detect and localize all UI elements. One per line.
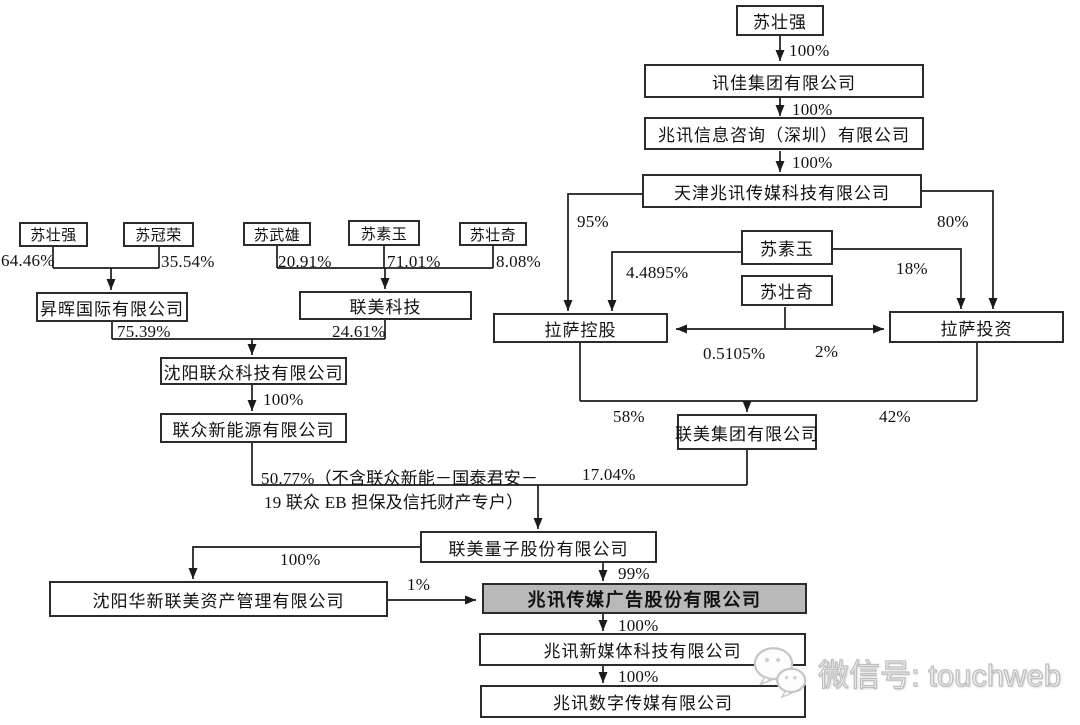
node-zhaoxun-digital-media: 兆讯数字传媒有限公司 (480, 685, 806, 718)
node-su-zhuangqiang-left: 苏壮强 (19, 222, 88, 247)
node-zhaoxun-new-media: 兆讯新媒体科技有限公司 (479, 633, 806, 666)
edge-label-20-91pct: 20.91% (278, 252, 332, 271)
edge-label-99pct: 99% (618, 564, 650, 583)
watermark: 微信号: touchweb (752, 645, 1062, 699)
edge-label-100pct-6: 100% (618, 616, 659, 635)
node-lianmei-quantum: 联美量子股份有限公司 (420, 531, 657, 563)
edge-label-58pct: 58% (613, 407, 645, 426)
edge-label-4-4895pct: 4.4895% (626, 263, 689, 282)
edge-label-100pct-4: 100% (263, 390, 304, 409)
edge-label-100pct-3: 100% (792, 153, 833, 172)
edge-label-42pct: 42% (879, 407, 911, 426)
edge-label-1pct: 1% (407, 575, 431, 594)
node-lasa-holding: 拉萨控股 (493, 313, 668, 343)
edge-label-50-77pct-line1: 50.77%（不含联众新能－国泰君安－ (261, 469, 539, 488)
node-su-zhuangqi-left: 苏壮奇 (459, 222, 527, 246)
edge-label-100pct-5: 100% (280, 550, 321, 569)
edge-label-17-04pct: 17.04% (582, 465, 636, 484)
wechat-icon (753, 647, 807, 699)
node-tianjin-zhaoxun-media: 天津兆讯传媒科技有限公司 (642, 174, 922, 208)
node-su-guanrong: 苏冠荣 (123, 222, 194, 247)
node-su-suyu-left: 苏素玉 (348, 220, 420, 246)
edge-label-71-01pct: 71.01% (387, 252, 441, 271)
node-zhaoxun-media-ad: 兆讯传媒广告股份有限公司 (482, 583, 807, 614)
edge-label-8-08pct: 8.08% (496, 252, 541, 271)
node-su-wuxiong: 苏武雄 (243, 222, 311, 246)
edge-label-50-77pct-line2: 19 联众 EB 担保及信托财产专户） (264, 493, 524, 512)
edge-label-80pct: 80% (937, 212, 969, 231)
edge-label-35-54pct: 35.54% (161, 252, 215, 271)
node-su-zhuangqi-right: 苏壮奇 (741, 275, 833, 306)
edge-label-24-61pct: 24.61% (332, 322, 386, 341)
node-shenyang-huaxin-lianmei: 沈阳华新联美资产管理有限公司 (49, 581, 388, 617)
node-shenyang-lianzhong: 沈阳联众科技有限公司 (160, 357, 347, 385)
node-lianmei-tech: 联美科技 (299, 291, 472, 320)
edge-label-95pct: 95% (577, 212, 609, 231)
edge-label-0-5105pct: 0.5105% (703, 344, 766, 363)
edge-label-2pct: 2% (815, 342, 839, 361)
edge-label-75-39pct: 75.39% (117, 322, 171, 341)
node-xunjia-group: 讯佳集团有限公司 (644, 64, 924, 98)
edge-label-100pct-7: 100% (618, 667, 659, 686)
node-lasa-investment: 拉萨投资 (889, 311, 1064, 343)
edge-label-64-46pct: 64.46% (1, 251, 55, 270)
node-lianmei-group: 联美集团有限公司 (675, 414, 818, 450)
watermark-text: 微信号: touchweb (817, 657, 1061, 693)
node-zhaoxun-info-shenzhen: 兆讯信息咨询（深圳）有限公司 (644, 117, 924, 150)
node-su-zhuangqiang-top: 苏壮强 (736, 5, 824, 36)
node-lianzhong-new-energy: 联众新能源有限公司 (160, 413, 347, 443)
edge-label-100pct-1: 100% (789, 41, 830, 60)
node-su-suyu-right: 苏素玉 (741, 230, 833, 265)
node-shenghui-international: 昇晖国际有限公司 (36, 292, 188, 322)
edge-label-18pct: 18% (896, 259, 928, 278)
edge-label-100pct-2: 100% (792, 100, 833, 119)
